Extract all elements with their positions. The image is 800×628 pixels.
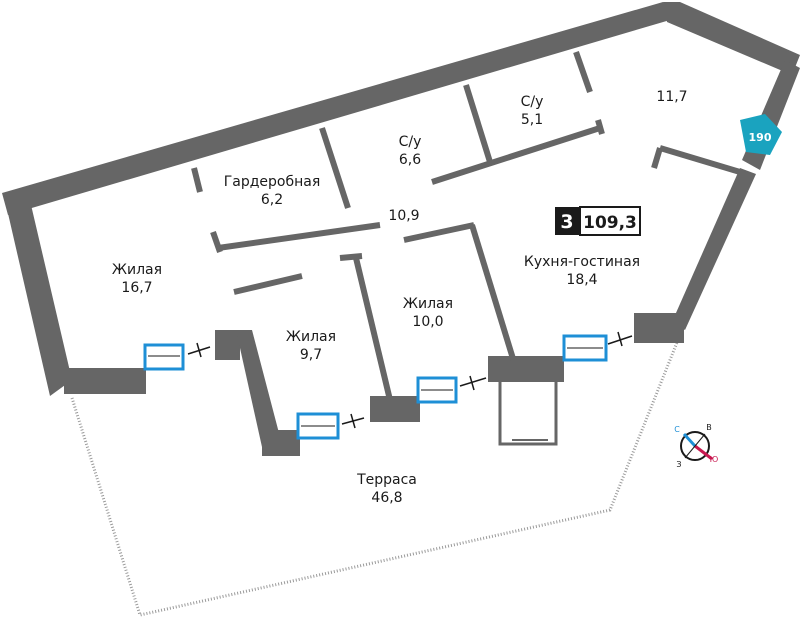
room-area-corridor: 10,9 bbox=[388, 208, 419, 224]
room-area-kitchen: 18,4 bbox=[566, 272, 597, 288]
outer-walls bbox=[2, 2, 800, 456]
room-area-bath2: 5,1 bbox=[521, 112, 543, 128]
room-area-living1: 16,7 bbox=[121, 280, 152, 296]
rooms-count: 3 bbox=[560, 211, 573, 233]
room-labels: Гардеробная 6,2 С/у 6,6 С/у 5,1 11,7 10,… bbox=[112, 89, 688, 506]
room-area-living3: 10,0 bbox=[412, 314, 443, 330]
balcony-box bbox=[498, 370, 558, 446]
room-name-kitchen: Кухня-гостиная bbox=[524, 254, 640, 270]
door-ticks bbox=[187, 331, 633, 429]
room-area-hall-top: 11,7 bbox=[656, 89, 687, 105]
room-name-wardrobe: Гардеробная bbox=[224, 174, 321, 190]
total-area-box: 3 109,3 bbox=[555, 206, 641, 236]
compass-north: С bbox=[674, 425, 680, 434]
room-name-terrace: Терраса bbox=[356, 472, 417, 488]
total-area: 109,3 bbox=[583, 213, 637, 233]
room-name-living3: Жилая bbox=[403, 296, 453, 312]
apartment-number-badge: 190 bbox=[740, 114, 782, 155]
room-area-bath1: 6,6 bbox=[399, 152, 421, 168]
room-name-living2: Жилая bbox=[286, 329, 336, 345]
room-area-terrace: 46,8 bbox=[371, 490, 402, 506]
room-area-wardrobe: 6,2 bbox=[261, 192, 283, 208]
compass-south: Ю bbox=[710, 455, 719, 464]
compass-icon: С В Ю З bbox=[674, 423, 718, 469]
room-name-living1: Жилая bbox=[112, 262, 162, 278]
compass-west: З bbox=[676, 460, 681, 469]
interior-walls bbox=[191, 51, 741, 401]
compass-east: В bbox=[706, 423, 712, 432]
room-name-bath1: С/у bbox=[399, 134, 422, 150]
room-area-living2: 9,7 bbox=[300, 347, 322, 363]
apartment-number: 190 bbox=[749, 131, 772, 144]
room-name-bath2: С/у bbox=[521, 94, 544, 110]
terrace-outline bbox=[70, 329, 684, 617]
